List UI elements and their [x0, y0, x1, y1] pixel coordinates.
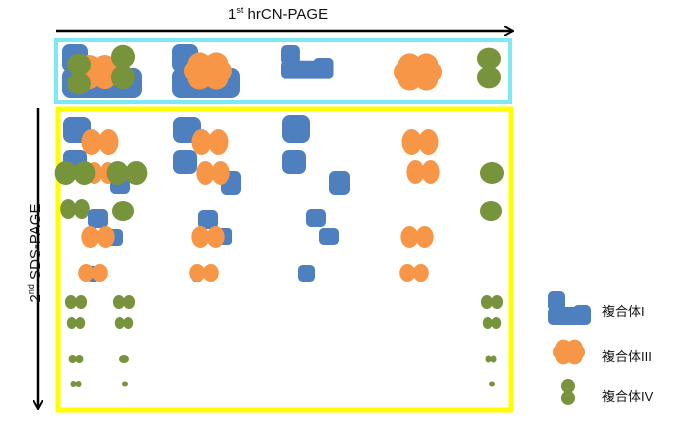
complex-iv-spot [491, 317, 502, 329]
complex-iv-spot [491, 295, 504, 309]
complex-iii-spot [401, 129, 422, 155]
complex-i-spot [173, 150, 197, 174]
complex-iv-spot [119, 355, 129, 363]
complex-iv-spot [480, 201, 502, 221]
complex-iii-spot [215, 61, 233, 81]
complex-iii-spot [191, 129, 212, 155]
complex-iv-spot [477, 66, 501, 89]
complex-i-spot [313, 58, 334, 78]
complex-iv-spot [477, 47, 501, 70]
complex-iv-spot [60, 199, 77, 219]
complex-iii-spot [425, 62, 442, 82]
complex-iii-spot [202, 264, 219, 282]
complex-iv-spot [68, 355, 77, 363]
complex-iii-spot [81, 129, 102, 155]
complex-iv-spot [67, 72, 91, 95]
complex-i-spot [306, 209, 326, 227]
complex-i-spot [329, 171, 350, 195]
complex-iii-spot [78, 264, 95, 282]
complex-iv-spot [73, 161, 96, 185]
complex-iii-legend-icon [573, 345, 586, 359]
complex-iv-spot [112, 201, 134, 221]
complex-iii-spot [399, 264, 416, 282]
complex-iv-spot [67, 53, 91, 76]
complex-iv-spot [106, 161, 129, 185]
complex-iii-spot [415, 226, 434, 248]
complex-iv-spot [490, 355, 497, 363]
complex-iv-spot [75, 317, 86, 329]
complex-iv-spot [123, 295, 136, 309]
complex-i-spot [298, 265, 315, 282]
complex-i-legend-icon [548, 291, 565, 311]
second-dimension-frame [55, 106, 514, 413]
complex-iv-spot [489, 381, 495, 387]
complex-iv-spot [114, 317, 125, 329]
complex-iii-spot [81, 226, 100, 248]
complex-i-spot [319, 228, 339, 245]
complex-iv-spot [112, 295, 125, 309]
complex-iv-spot [66, 317, 77, 329]
complex-iii-spot [189, 264, 206, 282]
complex-iv-spot [125, 161, 148, 185]
complex-iii-spot [400, 226, 419, 248]
complex-iv-spot [482, 317, 493, 329]
complex-iv-spot [54, 161, 77, 185]
complex-i-legend-icon [573, 305, 591, 325]
complex-iii-spot [421, 160, 440, 184]
complex-iii-spot [208, 129, 229, 155]
complex-iv-legend-icon [561, 390, 575, 405]
complex-i-spot [282, 115, 310, 143]
complex-iii-spot [394, 62, 411, 82]
legend-label-complex-iii: 複合体III [602, 349, 652, 364]
second-dimension-title: 2nd SDS-PAGE [26, 203, 44, 303]
complex-iv-spot [485, 355, 492, 363]
complex-iv-legend-icon [561, 379, 575, 394]
complex-iii-spot [412, 264, 429, 282]
complex-iii-spot [96, 226, 115, 248]
complex-iv-spot [122, 381, 128, 387]
complex-iv-spot [75, 355, 84, 363]
complex-iii-spot [406, 160, 425, 184]
complex-iii-spot [418, 129, 439, 155]
complex-iii-spot [191, 226, 210, 248]
complex-iii-spot [206, 226, 225, 248]
complex-iv-spot [480, 295, 493, 309]
first-dimension-title: 1st hrCN-PAGE [228, 5, 329, 23]
complex-iv-spot [64, 295, 77, 309]
complex-iii-spot [184, 61, 201, 81]
legend-label-complex-i: 複合体I [602, 304, 645, 319]
complex-iv-spot [111, 65, 135, 90]
complex-iii-spot [196, 161, 215, 185]
complex-iii-legend-icon [553, 345, 565, 359]
complex-iii-spot [91, 264, 108, 282]
gel-spots [54, 44, 504, 387]
complex-iv-spot [73, 199, 90, 219]
first-dimension-frame [54, 38, 512, 104]
complex-i-spot [281, 45, 300, 65]
complex-i-spot [198, 210, 218, 229]
legend-label-complex-iv: 複合体IV [602, 389, 654, 404]
complex-i-spot [282, 150, 306, 174]
complex-iv-spot [123, 317, 134, 329]
complex-iv-spot [75, 381, 82, 387]
complex-iv-spot [111, 44, 135, 69]
legend-icons [548, 291, 591, 405]
complex-iii-spot [211, 161, 230, 185]
complex-iv-spot [75, 295, 88, 309]
complex-iv-spot [70, 381, 77, 387]
complex-i-spot [88, 209, 108, 228]
complex-iii-spot [98, 129, 119, 155]
complex-iv-spot [480, 162, 504, 184]
